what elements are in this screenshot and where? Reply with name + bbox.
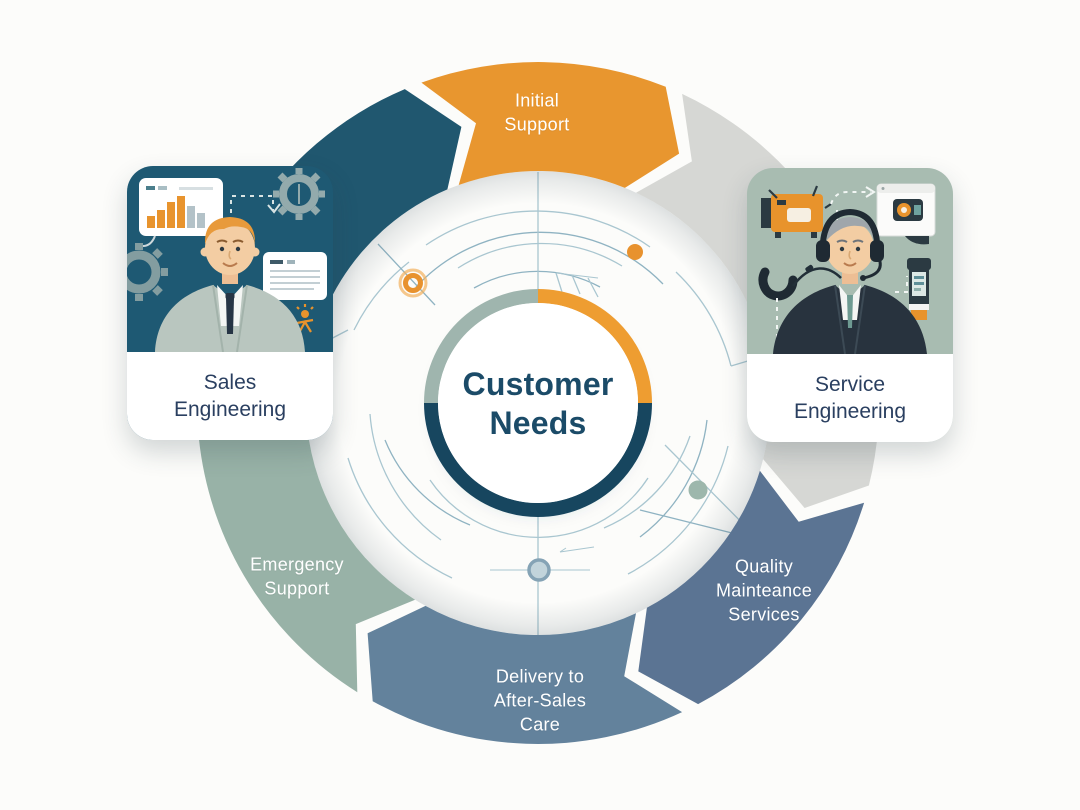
- gear-icon: [273, 168, 325, 220]
- inner-ring-sage-arc: [424, 289, 539, 404]
- label-emergency-support: Emergency Support: [250, 554, 344, 598]
- service-engineering-card: Service Engineering: [747, 168, 953, 442]
- sales-person: [155, 217, 305, 352]
- label-initial-support: Initial Support: [504, 90, 570, 134]
- service-person: [773, 208, 927, 354]
- inner-ring-orange-arc: [537, 289, 652, 404]
- sales-engineering-label: Sales Engineering: [127, 352, 333, 440]
- service-engineering-illustration: [758, 183, 936, 354]
- machine-icon: [761, 185, 832, 238]
- ring-segment-initial-support: [421, 62, 680, 188]
- center-title: Customer Needs: [462, 365, 614, 441]
- service-engineering-title: Service Engineering: [793, 372, 907, 423]
- dashed-lines: [776, 276, 908, 338]
- headset-hook-icon: [758, 264, 842, 301]
- gear-icon: [127, 243, 168, 301]
- sales-engineering-illustration: [127, 168, 327, 352]
- label-delivery-after-sales: Delivery to After-Sales Care: [493, 666, 587, 734]
- handheld-device-icon: [907, 258, 931, 320]
- ring-segment-quality-maintenance: [638, 470, 865, 705]
- bar-chart-icon: [139, 178, 223, 247]
- dashed-arrow: [230, 195, 281, 222]
- figure-icon: [296, 304, 314, 333]
- service-engineering-label: Service Engineering: [747, 354, 953, 442]
- ring-segment-delivery-after-sales: [367, 605, 683, 744]
- monitor-icon: [876, 183, 936, 245]
- sales-engineering-title: Sales Engineering: [173, 370, 287, 421]
- ring-segment-emergency-support: [198, 395, 416, 693]
- customer-needs-badge: [424, 289, 652, 517]
- sales-engineering-card: Sales Engineering: [127, 166, 333, 440]
- center-disc-face: [438, 303, 638, 503]
- label-quality-maintenance: Quality Mainteance Services: [715, 556, 813, 624]
- inner-ring-navy-arc: [424, 402, 652, 517]
